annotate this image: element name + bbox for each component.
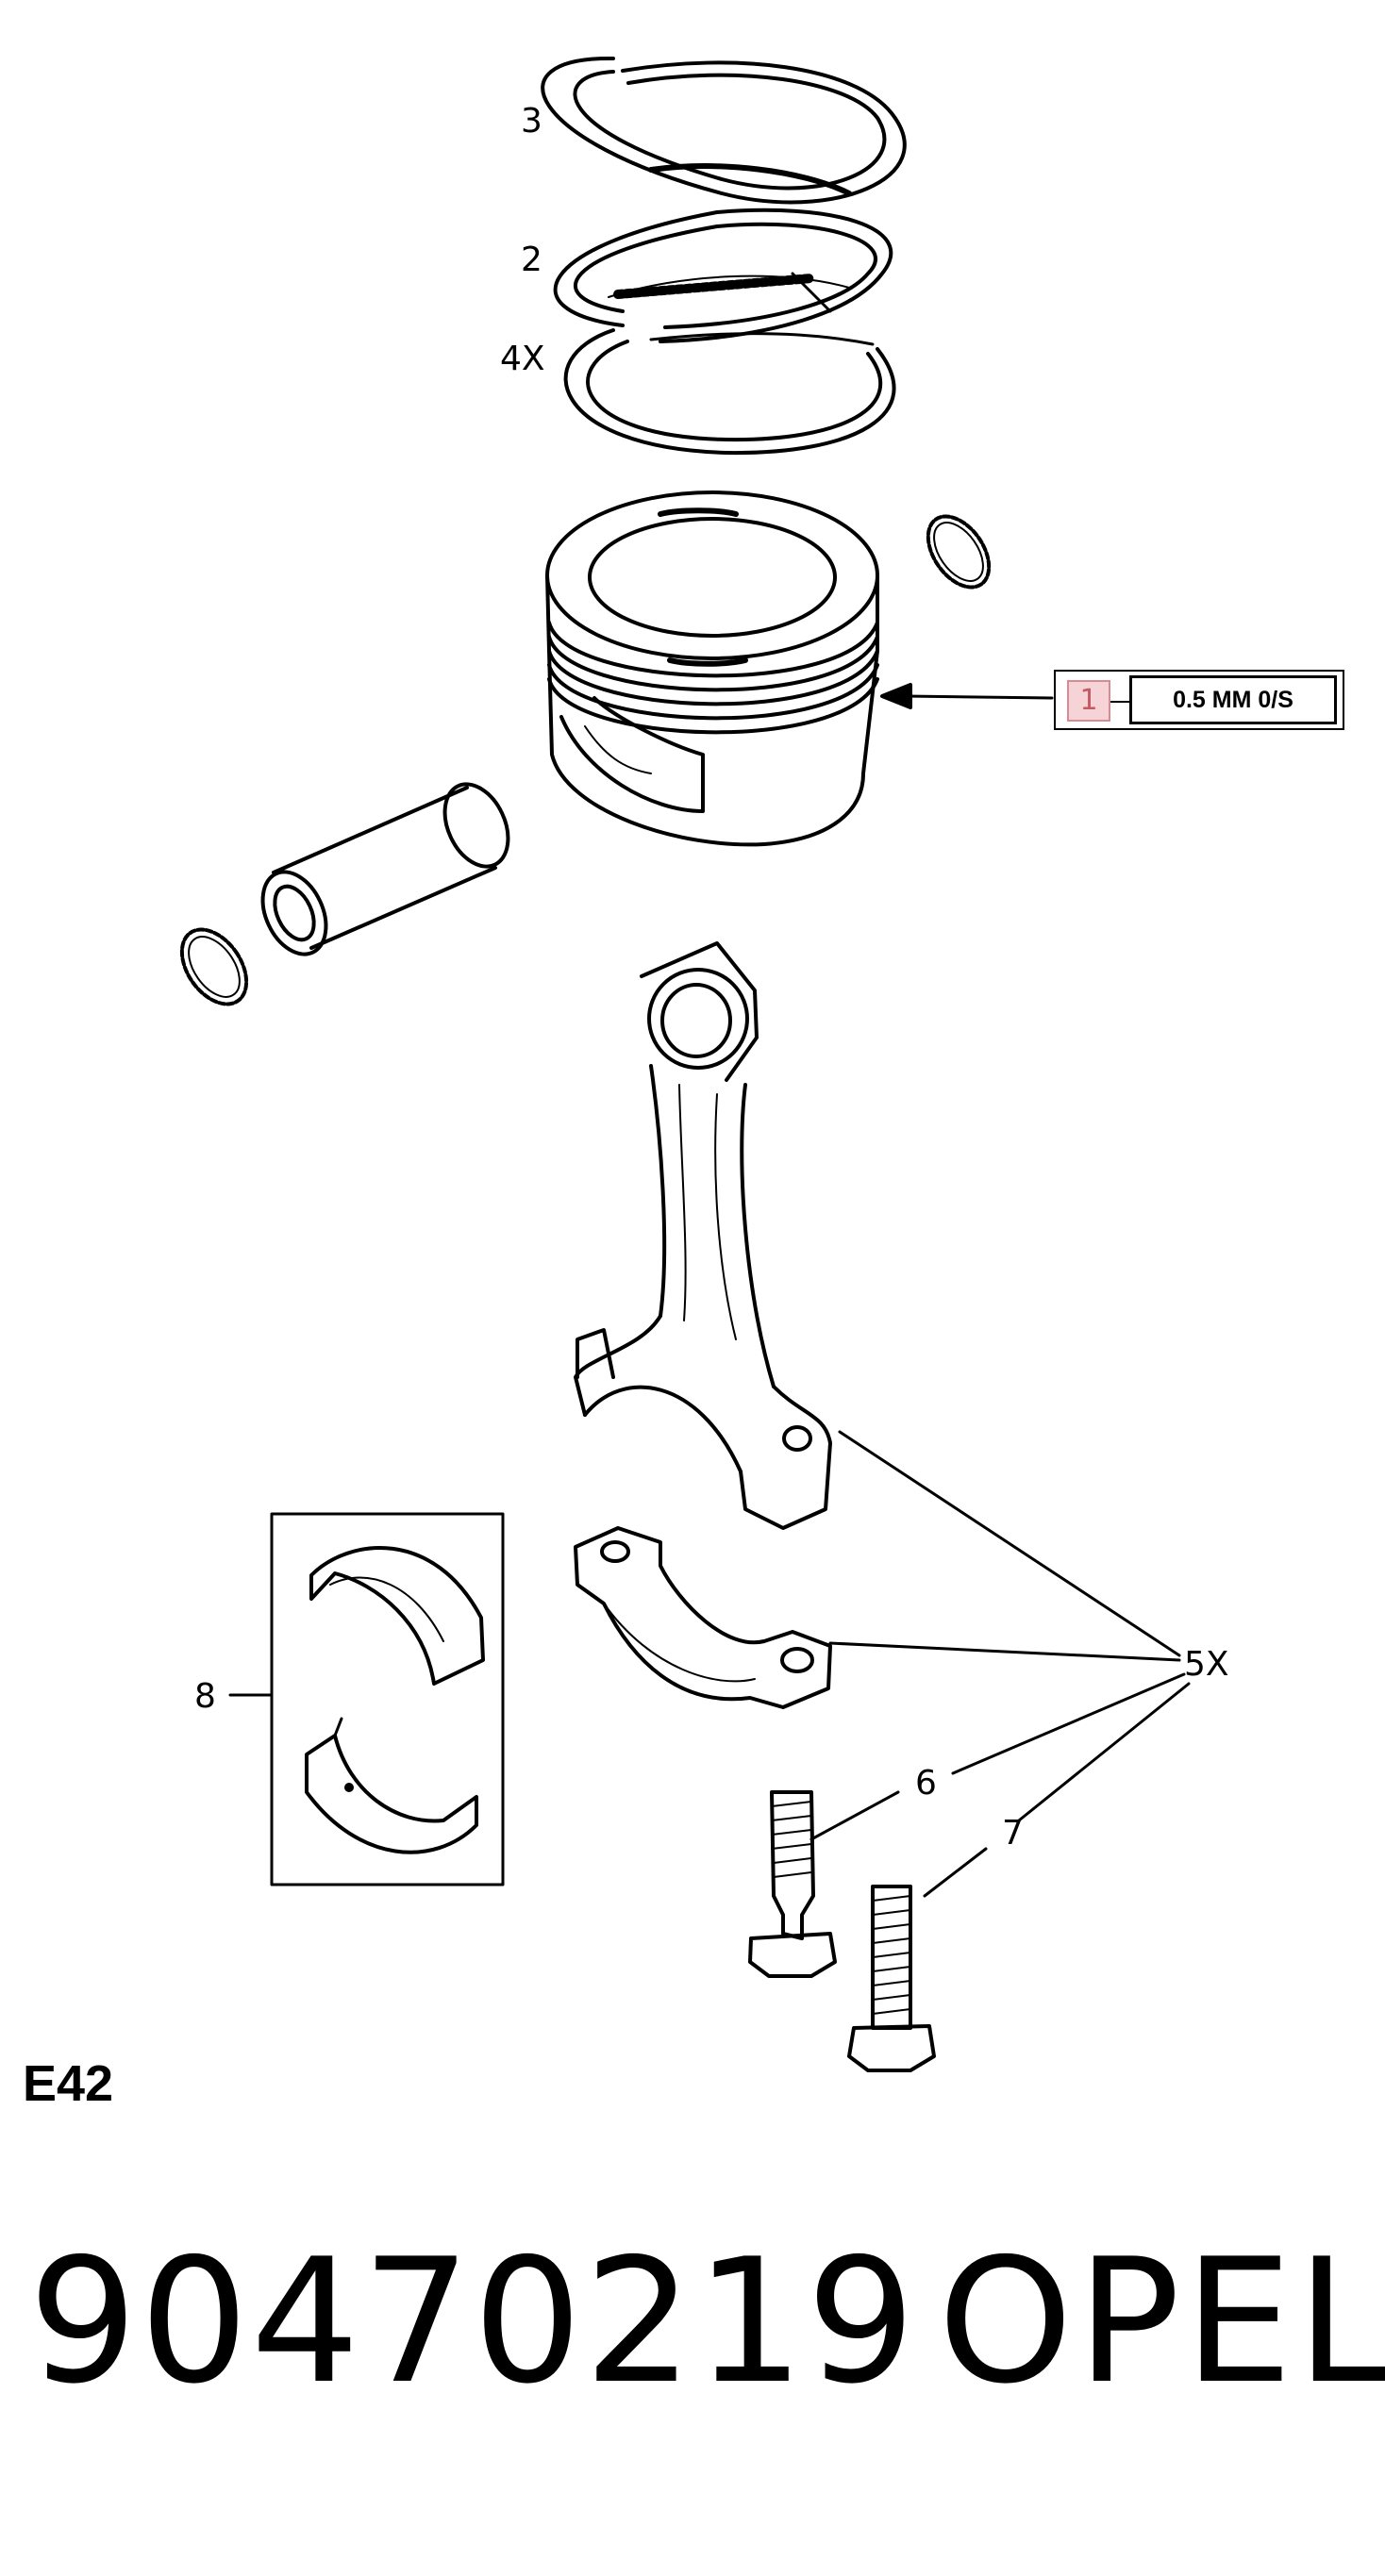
label-ring-second: 2	[521, 241, 542, 279]
piston-ring-second	[553, 208, 893, 343]
label-ring-top: 3	[521, 102, 542, 141]
circlip-left	[179, 927, 249, 1006]
piston	[545, 490, 879, 847]
callout-oversize-text: 0.5 MM 0/S	[1129, 675, 1337, 724]
label-bolt-b: 7	[1002, 1814, 1024, 1853]
callout-ref-number[interactable]: 1	[1067, 680, 1110, 722]
piston-pin	[260, 782, 510, 956]
rod-bolt-long	[847, 1885, 936, 2072]
connecting-rod	[574, 941, 832, 1530]
label-bearing: 8	[194, 1677, 216, 1716]
rod-bolt-short	[748, 1790, 837, 1978]
part-number: 90470219	[28, 2221, 918, 2421]
diagram-code: E42	[23, 2055, 114, 2112]
bearing-inset	[270, 1512, 505, 1886]
circlip-right	[926, 514, 992, 590]
label-bolt-a: 6	[915, 1764, 937, 1803]
oversize-callout: 1 0.5 MM 0/S	[1054, 670, 1344, 730]
label-rod-qty: 5X	[1184, 1645, 1229, 1684]
callout-arrow	[880, 683, 1054, 709]
callout-connector	[1110, 701, 1129, 703]
label-ring-oil: 4X	[500, 340, 545, 378]
piston-ring-oil	[563, 328, 896, 456]
piston-ring-top	[541, 56, 907, 205]
brand-name: OPEL	[938, 2221, 1385, 2421]
connecting-rod-cap	[574, 1526, 832, 1709]
leader-lines	[809, 1430, 1191, 1898]
